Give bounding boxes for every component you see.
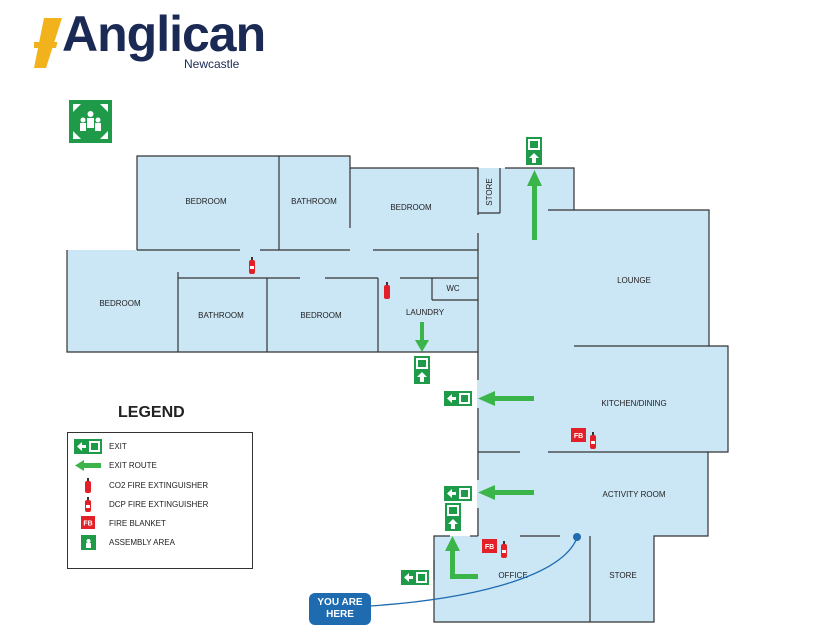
svg-text:FB: FB xyxy=(83,521,92,528)
legend-label: EXIT xyxy=(109,442,127,451)
legend-label: DCP FIRE EXTINGUISHER xyxy=(109,500,209,509)
legend-label: ASSEMBLY AREA xyxy=(109,538,175,547)
room-kitchen-dining: KITCHEN/DINING xyxy=(601,399,666,408)
you-are-here-callout: YOU ARE HERE xyxy=(309,593,371,625)
you-are-here-leader-line xyxy=(369,537,578,607)
svg-text:FB: FB xyxy=(574,433,583,440)
co2-extinguisher-icon xyxy=(85,478,91,493)
brand-subtitle: Newcastle xyxy=(184,57,240,71)
legend-item-co2: CO2 FIRE EXTINGUISHER xyxy=(68,478,252,494)
legend-label: EXIT ROUTE xyxy=(109,461,157,470)
room-bedroom-mid: BEDROOM xyxy=(300,311,342,320)
exit-sign-icon xyxy=(74,439,102,454)
fire-blanket-icon: FB xyxy=(482,539,497,553)
room-store-top: STORE xyxy=(485,178,494,205)
room-store-bottom: STORE xyxy=(609,571,636,580)
legend-label: FIRE BLANKET xyxy=(109,519,166,528)
room-bedroom-top-left: BEDROOM xyxy=(185,197,227,206)
legend-item-exit: EXIT xyxy=(68,439,252,455)
assembly-area-icon xyxy=(81,535,96,550)
room-activity: ACTIVITY ROOM xyxy=(603,490,666,499)
room-bathroom-mid: BATHROOM xyxy=(198,311,244,320)
you-are-here-line1: YOU ARE xyxy=(317,597,363,608)
room-bathroom-top: BATHROOM xyxy=(291,197,337,206)
you-are-here-line2: HERE xyxy=(326,609,354,620)
legend-title: LEGEND xyxy=(118,404,185,421)
fire-blanket-icon: FB xyxy=(571,428,586,442)
brand-name: Anglican xyxy=(62,6,266,62)
exit-route-arrows xyxy=(415,170,542,579)
legend-item-assembly: ASSEMBLY AREA xyxy=(68,535,252,551)
exit-route-arrow-icon xyxy=(75,460,101,471)
fire-blanket-icon: FB xyxy=(81,516,95,529)
legend-label: CO2 FIRE EXTINGUISHER xyxy=(109,481,209,490)
legend-item-fire-blanket: FB FIRE BLANKET xyxy=(68,516,252,532)
anglican-logo-mark-icon xyxy=(34,18,62,68)
you-are-here-dot xyxy=(573,533,581,541)
assembly-area-sign-icon xyxy=(69,100,112,143)
room-laundry: LAUNDRY xyxy=(406,308,445,317)
room-lounge: LOUNGE xyxy=(617,276,651,285)
legend: EXIT EXIT ROUTE CO2 FIRE EXTINGUISHER DC… xyxy=(67,432,253,569)
room-office: OFFICE xyxy=(498,571,527,580)
legend-item-dcp: DCP FIRE EXTINGUISHER xyxy=(68,497,252,513)
room-bedroom-top-right: BEDROOM xyxy=(390,203,432,212)
room-bedroom-left: BEDROOM xyxy=(99,299,141,308)
legend-item-exit-route: EXIT ROUTE xyxy=(68,458,252,474)
svg-text:FB: FB xyxy=(485,544,494,551)
dcp-extinguisher-icon xyxy=(85,497,91,512)
room-wc: WC xyxy=(446,284,460,293)
